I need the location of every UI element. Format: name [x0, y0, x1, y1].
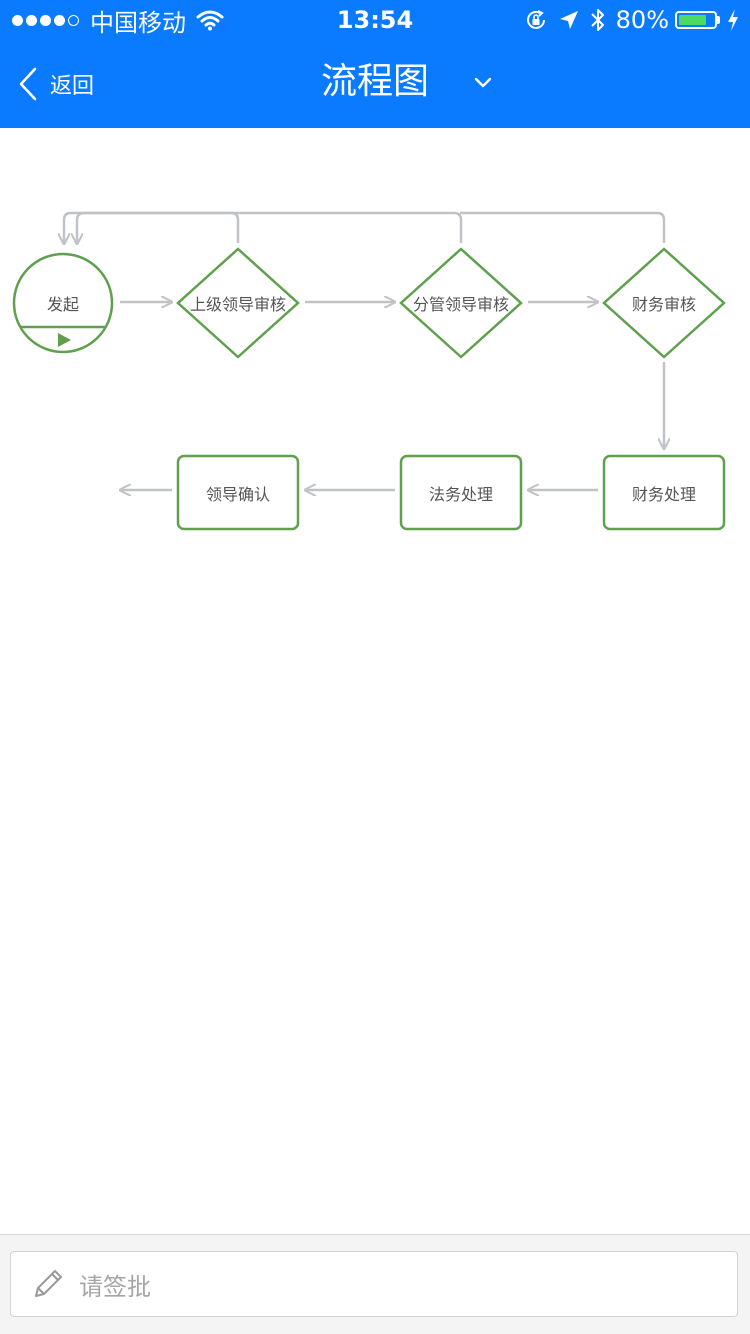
flowchart: 发起 上级领导审核 分管领导审核 财务审核 财务处理 法务处理	[12, 211, 726, 531]
play-icon	[58, 333, 71, 347]
carrier-name: 中国移动	[90, 8, 186, 37]
status-right: 80%	[514, 4, 740, 36]
signal-strength-icon	[12, 14, 82, 26]
charging-bolt-icon	[728, 9, 738, 31]
node-label-start: 发起	[47, 295, 79, 314]
return-connector-superior	[64, 211, 240, 244]
approval-placeholder: 请签批	[79, 1272, 151, 1301]
node-leader-confirm[interactable]: 领导确认	[176, 454, 300, 531]
signal-dot	[12, 14, 23, 26]
back-label: 返回	[50, 74, 95, 99]
status-left: 中国移动	[12, 4, 224, 37]
wifi-icon	[196, 10, 224, 31]
status-bar: 中国移动 13:54	[0, 0, 750, 40]
return-connector-branch	[77, 211, 463, 244]
location-arrow-icon	[559, 11, 578, 29]
node-label-superior-review: 上级领导审核	[190, 295, 286, 314]
node-label-leader-confirm: 领导确认	[206, 485, 270, 504]
node-finance-review[interactable]: 财务审核	[602, 247, 726, 359]
node-label-legal-processing: 法务处理	[429, 485, 493, 504]
chevron-left-icon	[19, 67, 37, 101]
nav-bar: 返回 流程图	[0, 40, 750, 128]
signal-dot	[40, 14, 51, 26]
back-button[interactable]: 返回	[18, 62, 94, 106]
signal-dot	[26, 14, 37, 26]
chevron-down-icon[interactable]	[470, 70, 496, 96]
node-start[interactable]: 发起	[12, 252, 114, 354]
bluetooth-icon	[590, 9, 604, 31]
approval-input[interactable]: 请签批	[10, 1251, 738, 1317]
status-time: 13:54	[336, 6, 414, 34]
node-superior-review[interactable]: 上级领导审核	[176, 247, 300, 359]
node-label-finance-review: 财务审核	[632, 295, 696, 314]
header: 中国移动 13:54	[0, 0, 750, 128]
battery-level	[679, 15, 706, 25]
node-label-branch-review: 分管领导审核	[413, 295, 509, 314]
return-connector-finance	[460, 211, 666, 243]
approval-bar: 请签批	[0, 1234, 750, 1334]
signal-dot	[54, 14, 65, 26]
pencil-icon	[35, 1270, 62, 1297]
battery-percent: 80%	[615, 6, 669, 34]
battery-tip	[717, 16, 720, 24]
node-legal-processing[interactable]: 法务处理	[399, 454, 523, 531]
node-finance-processing[interactable]: 财务处理	[602, 454, 726, 531]
signal-dot-empty	[68, 14, 79, 26]
page-title: 流程图	[320, 61, 429, 102]
node-branch-review[interactable]: 分管领导审核	[399, 247, 523, 359]
node-label-finance-processing: 财务处理	[632, 485, 696, 504]
battery-icon	[675, 11, 717, 29]
orientation-lock-icon	[526, 10, 545, 29]
